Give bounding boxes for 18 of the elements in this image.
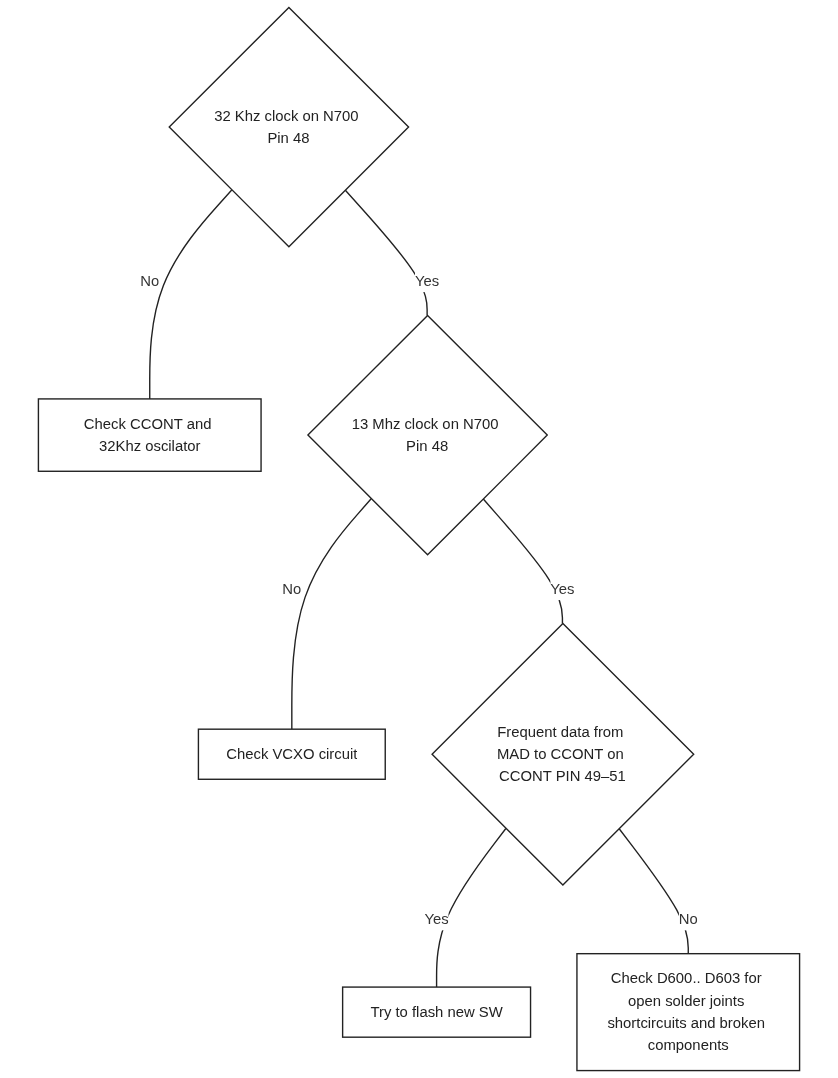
edge-label: Yes (550, 580, 575, 597)
node-box: Try to flash new SW (341, 986, 532, 1038)
connector (149, 189, 233, 400)
node-diamond: Frequent data from MAD to CCONT on CCONT PIN 49–51 (431, 622, 695, 887)
node-diamond: 13 Mhz clock on N700 Pin 48 (306, 314, 549, 556)
edge-label: No (678, 911, 698, 927)
edge-label: No (282, 580, 302, 597)
edge-label: Yes (415, 272, 440, 289)
edge-label: No (140, 272, 160, 289)
connector (618, 827, 689, 955)
node-box: Check CCONT and 32Khz oscilator (37, 398, 262, 472)
node-diamond: 32 Khz clock on N700 Pin 48 (168, 6, 410, 248)
connector (435, 827, 507, 988)
edge-label: Yes (424, 911, 449, 927)
node-box: Check VCXO circuit (197, 728, 386, 780)
connector (291, 498, 372, 730)
connector (344, 189, 428, 317)
node-box: Check D600.. D603 for open solder joints shortcircuits and broken components (576, 953, 801, 1072)
